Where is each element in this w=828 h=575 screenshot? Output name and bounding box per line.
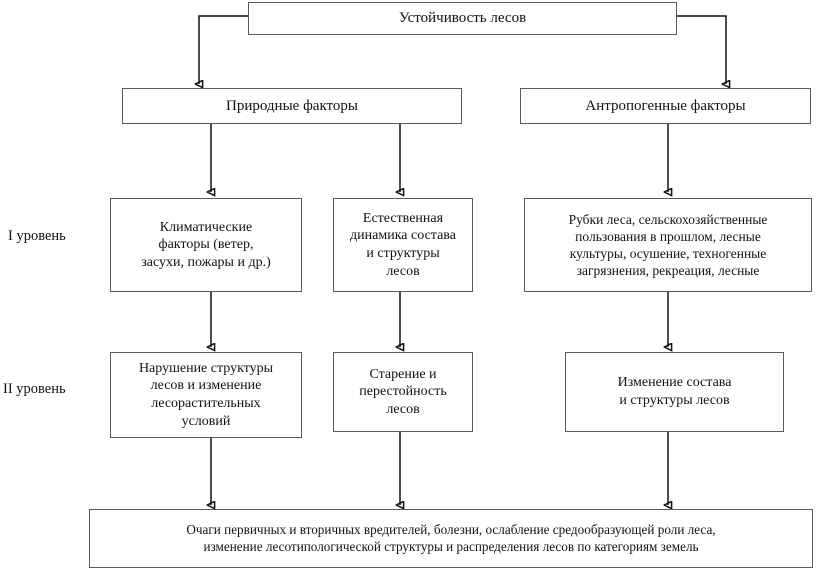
level2-label-aging: Старение и перестойность лесов xyxy=(359,366,447,417)
branch-box-natural[interactable]: Природные факторы xyxy=(122,88,462,124)
level1-box-natural-dynamics[interactable]: Естественная динамика состава и структур… xyxy=(333,198,473,292)
branch-box-anthropogenic[interactable]: Антропогенные факторы xyxy=(520,88,811,124)
root-box[interactable]: Устойчивость лесов xyxy=(248,2,677,35)
connector-root-to-anthropogenic xyxy=(677,15,726,84)
level1-box-climate[interactable]: Климатические факторы (ветер, засухи, по… xyxy=(110,198,302,292)
branch-label-anthropogenic: Антропогенные факторы xyxy=(585,97,746,114)
level2-box-structure-disturbance[interactable]: Нарушение структуры лесов и изменение ле… xyxy=(110,352,302,438)
outcome-box[interactable]: Очаги первичных и вторичных вредителей, … xyxy=(89,509,813,568)
level1-label-natural-dynamics: Естественная динамика состава и структур… xyxy=(350,210,456,279)
connector-root-to-natural xyxy=(199,15,248,84)
outcome-label: Очаги первичных и вторичных вредителей, … xyxy=(186,521,716,554)
level1-label-human-impact: Рубки леса, сельскохозяйственные пользов… xyxy=(568,212,768,278)
level2-label-structure-disturbance: Нарушение структуры лесов и изменение ле… xyxy=(138,360,274,429)
level2-box-composition-change[interactable]: Изменение состава и структуры лесов xyxy=(565,352,784,432)
branch-label-natural: Природные факторы xyxy=(226,97,358,114)
level-1-label: I уровень xyxy=(8,228,66,244)
level1-box-human-impact[interactable]: Рубки леса, сельскохозяйственные пользов… xyxy=(524,198,812,292)
level2-label-composition-change: Изменение состава и структуры лесов xyxy=(617,375,732,408)
level2-box-aging[interactable]: Старение и перестойность лесов xyxy=(333,352,473,432)
level-2-label: II уровень xyxy=(3,381,66,397)
level1-label-climate: Климатические факторы (ветер, засухи, по… xyxy=(141,219,271,270)
root-box-label: Устойчивость лесов xyxy=(398,10,527,27)
